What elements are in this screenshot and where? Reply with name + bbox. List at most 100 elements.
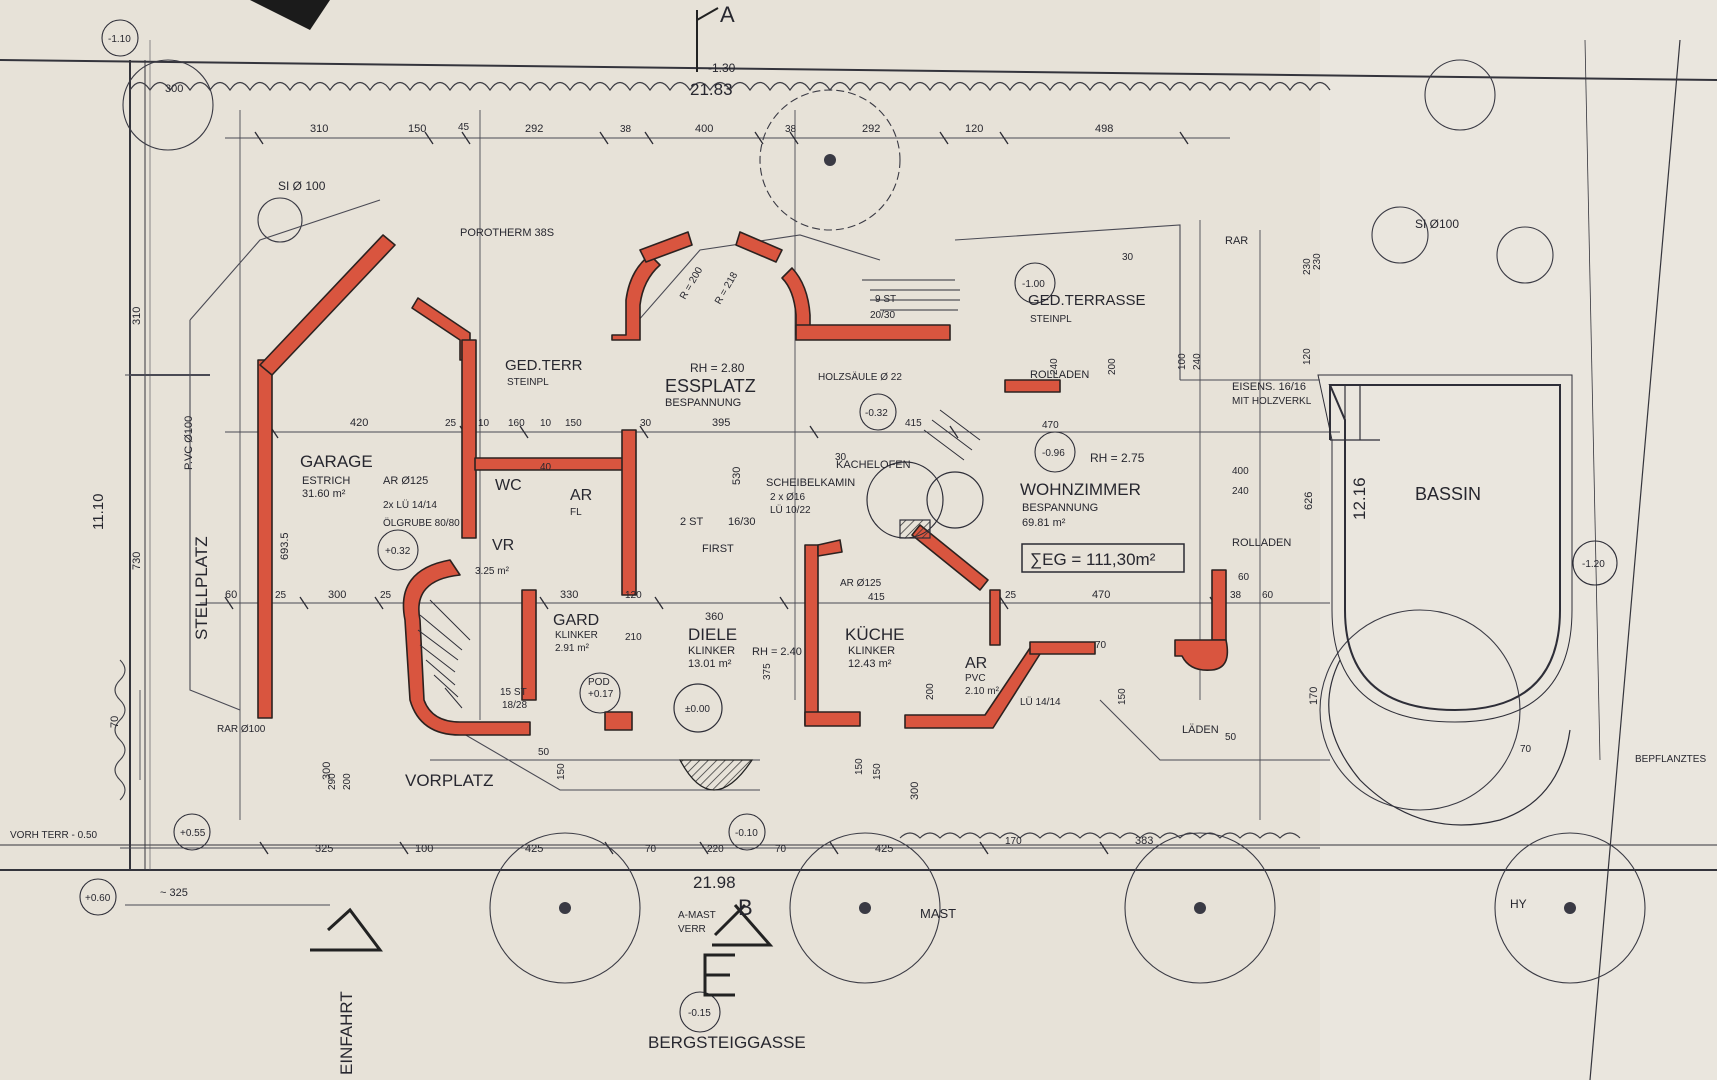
dim-misc-32: 150 xyxy=(854,758,865,775)
elevation-circles xyxy=(79,19,1618,1033)
note-kachelofen: KACHELOFEN xyxy=(836,459,911,471)
hedge-top xyxy=(129,81,1331,92)
dimension-lines xyxy=(120,110,1340,906)
room-wohnzimmer-area: 69.81 m² xyxy=(1022,517,1066,529)
note-stair-3-dim: 18/28 xyxy=(502,700,527,711)
wall-bay-left xyxy=(611,254,661,341)
section-e-symbol xyxy=(703,953,735,997)
label-einfahrt: EINFAHRT xyxy=(337,991,356,1075)
dim-misc-38: 470 xyxy=(1042,420,1059,431)
stairs xyxy=(417,279,981,709)
dim-misc-33: 150 xyxy=(1117,688,1128,705)
dim-misc-39: 12.16 xyxy=(1374,709,1377,711)
label-pvc100: P.VC Ø100 xyxy=(183,416,195,470)
room-wohnzimmer-rh: RH = 2.75 xyxy=(1090,451,1145,465)
dim-low-2: 25 xyxy=(275,590,287,601)
dim-misc-17: 120 xyxy=(1302,348,1313,365)
elev-12: -1.20 xyxy=(1582,559,1605,570)
tree-icon xyxy=(789,832,941,984)
dim-bot-1: 325 xyxy=(315,843,333,855)
room-vr-name: VR xyxy=(492,537,514,554)
note-stair-1-dim: 16/30 xyxy=(728,516,756,528)
tree-icon xyxy=(1496,226,1554,284)
dim-low-7: 360 xyxy=(705,611,723,623)
elev-11: -0.15 xyxy=(688,1008,711,1019)
wall-diele-left xyxy=(604,711,633,731)
note-dim-11-10: 11.10 xyxy=(90,494,107,530)
note-kamin-lu: LÜ 10/22 xyxy=(770,504,811,516)
note-si100-left: SI Ø 100 xyxy=(278,179,326,193)
dim-mid-6: 150 xyxy=(565,418,582,429)
elev-10: +0.60 xyxy=(85,893,111,904)
dim-misc-28: 230 xyxy=(1312,253,1323,270)
dim-top-6: 400 xyxy=(695,123,713,135)
elev-1: -1.10 xyxy=(108,34,131,45)
label-stellplatz: STELLPLATZ xyxy=(192,536,211,640)
room-diele-name: DIELE xyxy=(688,625,737,644)
dim-top-7: 38 xyxy=(785,124,797,135)
elev-4: -0.96 xyxy=(1042,448,1065,459)
room-garage-area: 31.60 m² xyxy=(302,488,346,500)
dim-misc-9: 70 xyxy=(109,716,121,728)
label-mast: MAST xyxy=(920,906,956,921)
note-holzsaeule: HOLZSÄULE Ø 22 xyxy=(818,371,902,383)
wall-bay-top2 xyxy=(735,231,783,263)
dim-misc-21: 30 xyxy=(835,452,847,463)
note-rar-top: RAR xyxy=(1225,235,1248,247)
hedge-bottom xyxy=(899,832,1301,839)
dimension-ticks xyxy=(224,131,1219,855)
dim-top-10: 498 xyxy=(1095,123,1113,135)
dim-misc-2: 300 xyxy=(321,762,333,780)
note-first: FIRST xyxy=(702,543,734,555)
wall-garage-east2 xyxy=(461,339,477,539)
dim-misc-10: 240 xyxy=(1049,358,1060,375)
dim-misc-16: 210 xyxy=(625,632,642,643)
dim-misc-37: 730 xyxy=(131,552,143,570)
note-ar125-kueche-dim: 415 xyxy=(868,592,885,603)
label-street: BERGSTEIGGASSE xyxy=(648,1033,806,1052)
dim-misc-13: 200 xyxy=(1107,358,1118,375)
dim-mid-3: 10 xyxy=(478,418,490,429)
dim-mid-1: 420 xyxy=(350,417,368,429)
dim-top-9: 120 xyxy=(965,123,983,135)
wall-essplatz-north xyxy=(795,324,951,341)
dim-misc-31: 375 xyxy=(762,663,773,680)
dim-top-5: 38 xyxy=(620,124,632,135)
room-gard-area: 2.91 m² xyxy=(555,643,590,654)
dim-mid-8: 395 xyxy=(712,417,730,429)
dim-misc-1: 300 xyxy=(165,83,183,95)
room-ar1-name: AR xyxy=(570,487,592,504)
dim-low-6: 120 xyxy=(625,590,642,601)
dim-misc-12: 240 xyxy=(1232,486,1249,497)
wall-kitchen-s xyxy=(804,711,861,727)
dim-misc-6: 530 xyxy=(731,467,743,485)
wall-wohn-north xyxy=(1004,379,1061,393)
corner-tab xyxy=(250,0,330,30)
note-ar125-kueche: AR Ø125 xyxy=(840,578,882,589)
elev-9: +0.55 xyxy=(180,828,206,839)
room-kueche-sub: KLINKER xyxy=(848,645,895,657)
note-lu-ar2: LÜ 14/14 xyxy=(1020,696,1061,708)
dim-low-1: 60 xyxy=(225,589,237,601)
room-diele-sub: KLINKER xyxy=(688,645,735,657)
elev-5: +0.32 xyxy=(385,546,411,557)
dim-bot-7: 425 xyxy=(875,843,893,855)
walls xyxy=(257,231,1229,736)
tree-icon xyxy=(1371,206,1429,264)
label-amast: A-MAST xyxy=(678,910,716,921)
property-lines xyxy=(0,39,1717,1080)
dim-misc-14: 240 xyxy=(1192,353,1203,370)
room-gard-sub: KLINKER xyxy=(555,630,598,641)
dim-bot-2: 100 xyxy=(415,843,433,855)
dim-misc-20: 30 xyxy=(1122,252,1134,263)
room-garage-name: GARAGE xyxy=(300,452,373,471)
triangle-arrow-icon xyxy=(310,903,774,952)
elev-2: -1.00 xyxy=(1022,279,1045,290)
room-gard-name: GARD xyxy=(553,612,599,629)
dim-top-3: 45 xyxy=(458,122,470,133)
wall-garage-east xyxy=(411,297,471,361)
dim-misc-18: 230 xyxy=(1302,258,1313,275)
elev-7: +0.17 xyxy=(588,689,614,700)
label-rar100: RAR Ø100 xyxy=(217,724,266,735)
note-stair-2: 9 ST xyxy=(875,294,896,305)
